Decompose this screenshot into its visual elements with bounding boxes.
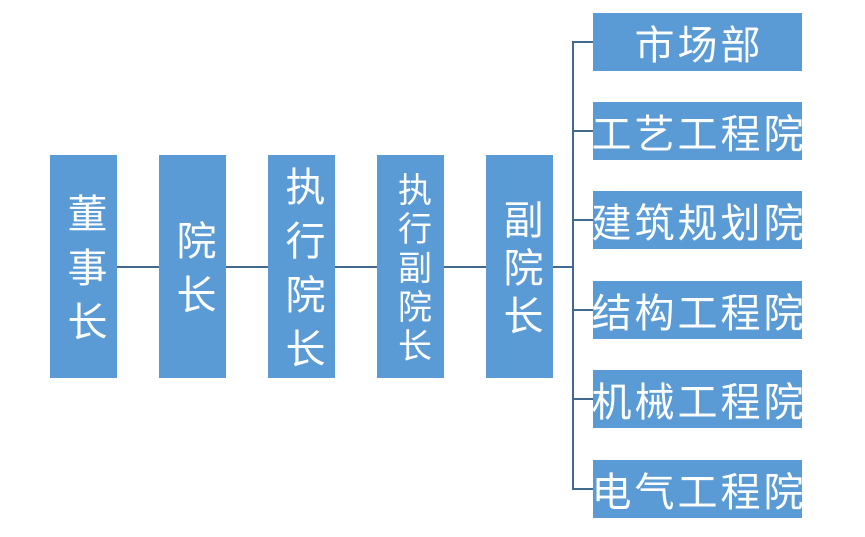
org-box-architecture-planning-institute-label: 建筑规划院 [591,201,807,246]
connector-stub-mechanical-engineering [572,398,593,400]
org-box-executive-dean-label: 执行院长 [279,165,325,382]
connector-stub-architecture-planning [572,219,593,221]
org-box-architecture-planning-institute: 建筑规划院 [592,191,804,249]
org-box-executive-vice-dean-label: 执行副院长 [392,171,430,367]
org-box-mechanical-engineering-institute: 机械工程院 [592,370,804,428]
org-box-structural-engineering-institute: 结构工程院 [592,281,804,339]
org-box-marketing-dept: 市场部 [593,13,802,71]
org-box-chairman: 董事长 [50,155,117,378]
org-box-electrical-engineering-institute-label: 电气工程院 [591,470,807,515]
org-box-structural-engineering-institute-label: 结构工程院 [591,291,807,336]
org-box-process-engineering-institute-label: 工艺工程院 [591,112,807,157]
connector-vice-dean-trunk [553,266,572,268]
org-box-vice-dean: 副院长 [486,155,553,378]
org-box-mechanical-engineering-institute-label: 机械工程院 [591,380,807,425]
connector-stub-marketing-dept [572,41,593,43]
connector-dean-executive-dean [226,266,268,268]
org-box-process-engineering-institute: 工艺工程院 [592,102,804,160]
connector-stub-electrical-engineering [572,488,593,490]
org-box-chairman-label: 董事长 [61,192,107,355]
org-box-dean: 院长 [159,155,226,378]
org-box-dean-label: 院长 [170,219,216,328]
connector-stub-structural-engineering [572,309,593,311]
org-box-vice-dean-label: 副院长 [497,198,543,343]
org-box-executive-vice-dean: 执行副院长 [377,155,444,378]
connector-executive-vice-dean-vice-dean [444,266,486,268]
org-box-marketing-dept-label: 市场部 [634,23,764,68]
connector-trunk [572,41,574,490]
org-box-electrical-engineering-institute: 电气工程院 [592,460,804,518]
connector-executive-dean-executive-vice-dean [335,266,377,268]
connector-chairman-dean [117,266,159,268]
org-box-executive-dean: 执行院长 [268,155,335,382]
connector-stub-process-engineering [572,130,593,132]
